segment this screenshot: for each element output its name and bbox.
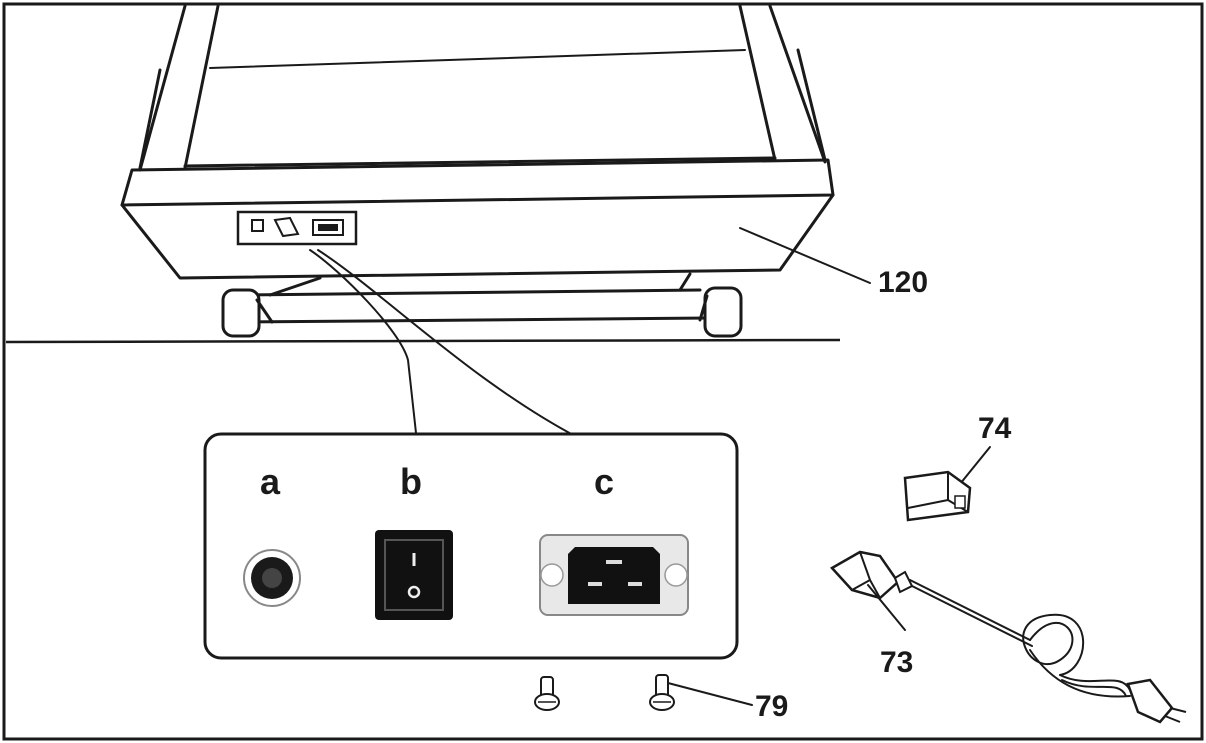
device-housing xyxy=(120,4,835,280)
label-73: 73 xyxy=(880,646,913,679)
label-74: 74 xyxy=(978,412,1012,445)
leader-line-120 xyxy=(739,227,871,284)
zoom-line-right xyxy=(317,249,576,437)
screw-icon-right xyxy=(649,674,675,711)
zoom-line-left xyxy=(309,249,417,434)
retaining-clip-74-icon xyxy=(903,470,972,522)
label-79: 79 xyxy=(755,690,788,723)
socket-a-icon xyxy=(243,549,301,607)
table-line xyxy=(5,338,841,344)
leader-line-74 xyxy=(959,446,991,485)
device-panel-small xyxy=(236,210,358,246)
switch-b-icon xyxy=(375,530,453,620)
screw-icon-left xyxy=(534,676,560,711)
label-b: b xyxy=(400,461,422,502)
power-inlet-c-icon xyxy=(539,534,689,616)
label-a: a xyxy=(260,461,281,502)
label-c: c xyxy=(594,461,614,502)
label-120: 120 xyxy=(878,266,928,299)
device-stand xyxy=(221,272,743,338)
leader-line-73 xyxy=(867,584,906,631)
leader-line-79 xyxy=(667,682,753,706)
power-cord-73-icon xyxy=(830,550,1187,724)
